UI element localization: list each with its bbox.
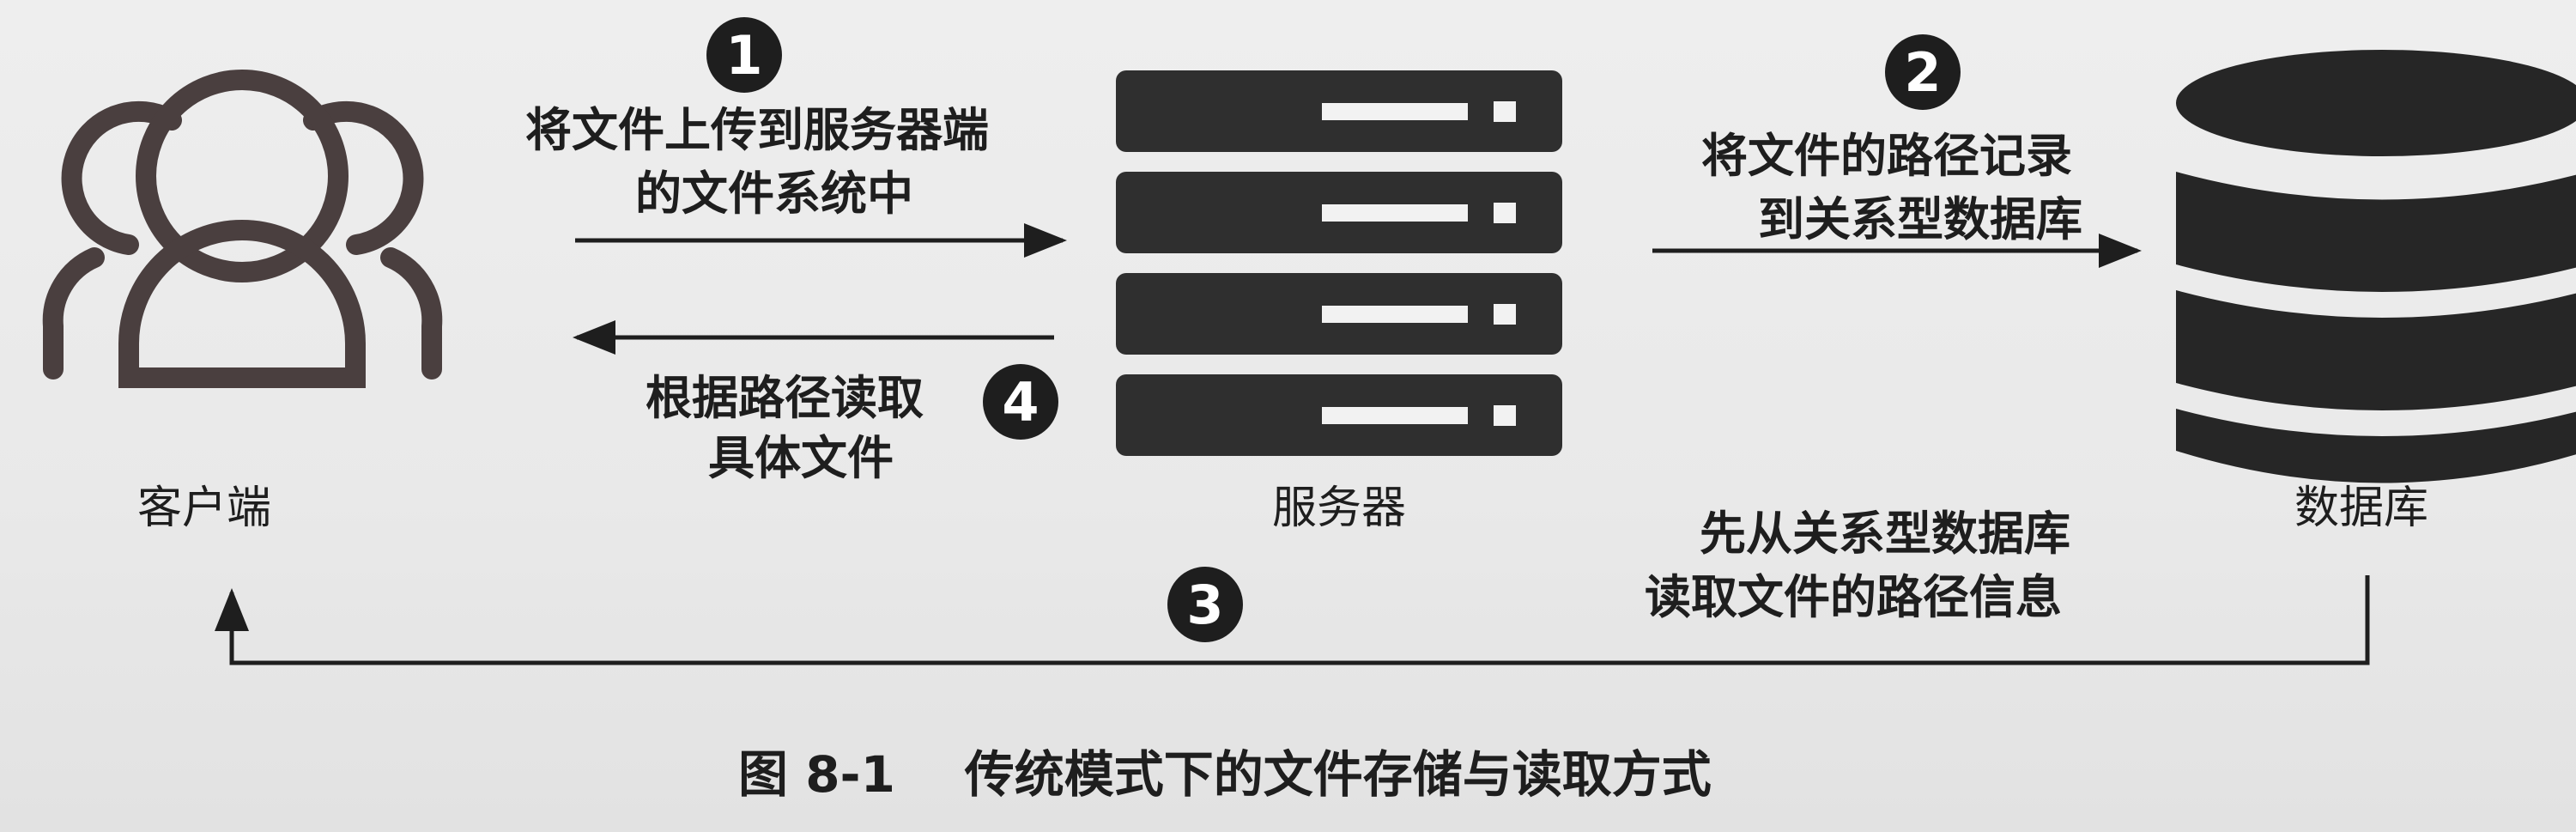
step-2-badge: 2: [1885, 34, 1961, 110]
step-4-text-line1: 根据路径读取: [646, 371, 924, 425]
server-label: 服务器: [1272, 483, 1407, 534]
step-2-text-line1: 将文件的路径记录: [1701, 129, 2072, 183]
database-icon: [2176, 50, 2576, 483]
figure-caption: 图 8-1 传统模式下的文件存储与读取方式: [738, 745, 1712, 804]
client-label: 客户端: [137, 483, 272, 534]
users-icon: [42, 70, 443, 388]
step-3-text-line2: 读取文件的路径信息: [1645, 570, 2062, 624]
server-rack-icon: [1116, 70, 1562, 456]
step-3-text-line1: 先从关系型数据库: [1700, 507, 2070, 561]
step-1-badge: 1: [706, 17, 782, 93]
step-4-badge: 4: [983, 364, 1058, 440]
arrow-database-to-client: [215, 575, 2370, 665]
step-2-text-line2: 到关系型数据库: [1758, 192, 2082, 246]
step-3-badge: 3: [1167, 567, 1243, 642]
database-label: 数据库: [2294, 483, 2429, 534]
step-1-text-line1: 将文件上传到服务器端: [525, 103, 989, 157]
step-4-text-line2: 具体文件: [708, 431, 894, 485]
step-1-text-line2: 的文件系统中: [635, 167, 913, 221]
